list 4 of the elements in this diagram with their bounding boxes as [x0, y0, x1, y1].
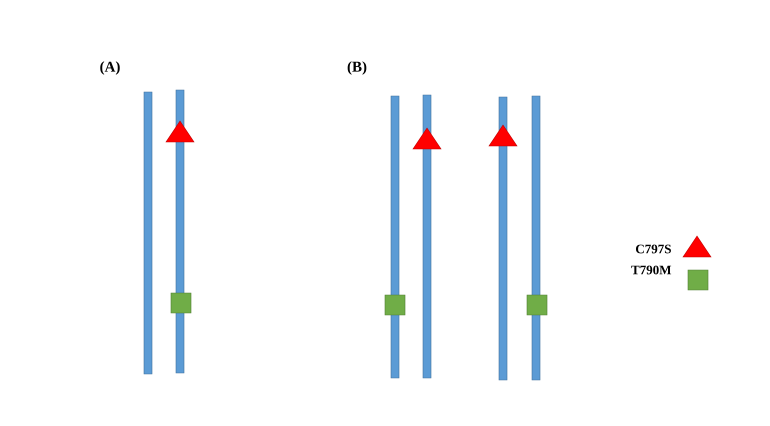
- panel-label: (B): [348, 61, 366, 75]
- legend-label: T790M: [631, 266, 672, 274]
- legend-label: C797S: [636, 244, 671, 254]
- panel-label: (A): [100, 61, 120, 75]
